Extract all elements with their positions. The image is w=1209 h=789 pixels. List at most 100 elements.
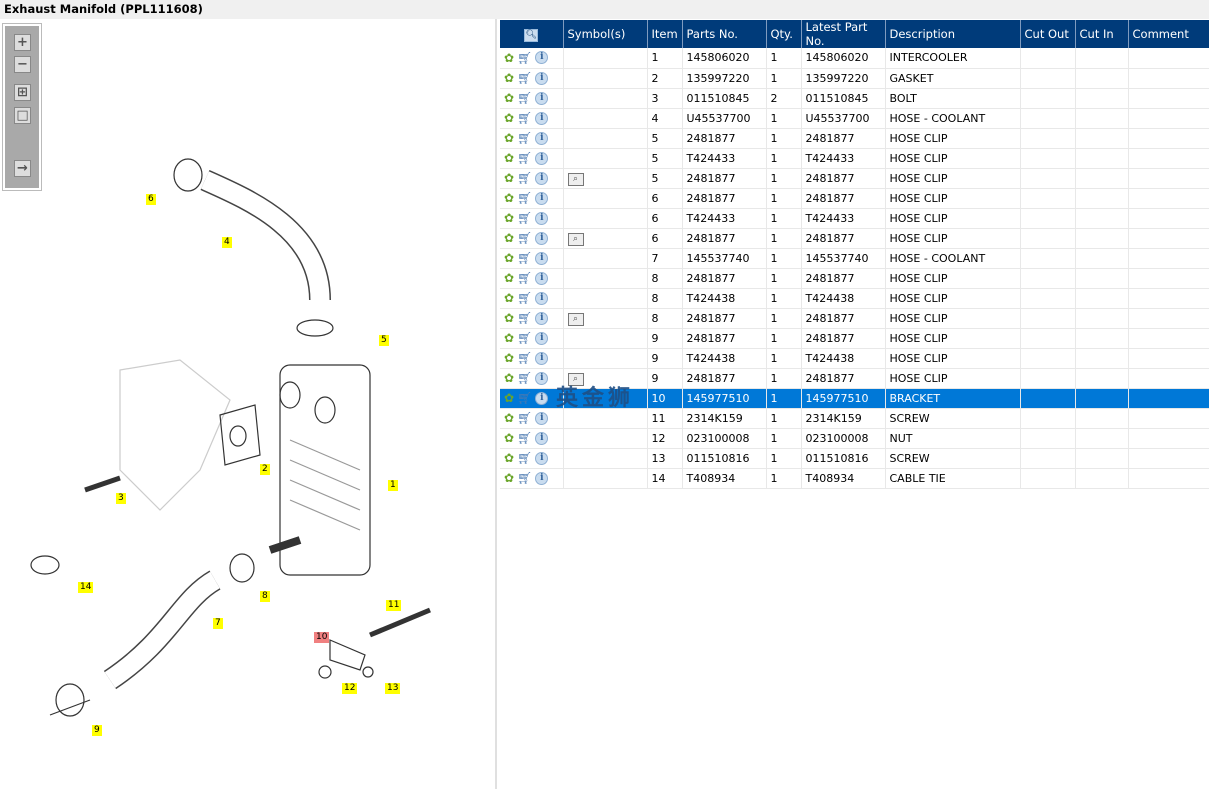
magnifier-symbol-icon[interactable]: ⌕ [567, 232, 584, 246]
callout-1[interactable]: 1 [388, 480, 398, 491]
cart-icon[interactable]: 🛒︎ [517, 331, 533, 345]
cart-icon[interactable]: 🛒︎ [517, 411, 533, 425]
callout-12[interactable]: 12 [342, 683, 358, 694]
magnifier-symbol-icon[interactable]: ⌕ [567, 172, 584, 186]
cart-icon[interactable]: 🛒︎ [517, 191, 533, 205]
column-header-search[interactable]: 🔍︎ [500, 20, 564, 48]
cart-icon[interactable]: 🛒︎ [517, 91, 533, 105]
callout-6[interactable]: 6 [146, 194, 156, 205]
export-button[interactable]: → [14, 160, 31, 177]
gear-icon[interactable]: ✿ [504, 171, 515, 185]
zoom-in-button[interactable]: + [14, 34, 31, 51]
callout-2[interactable]: 2 [260, 464, 270, 475]
cart-icon[interactable]: 🛒︎ [517, 371, 533, 385]
info-icon[interactable]: i [535, 111, 549, 125]
gear-icon[interactable]: ✿ [504, 391, 515, 405]
callout-4[interactable]: 4 [222, 237, 232, 248]
gear-icon[interactable]: ✿ [504, 191, 515, 205]
gear-icon[interactable]: ✿ [504, 131, 515, 145]
gear-icon[interactable]: ✿ [504, 471, 515, 485]
gear-icon[interactable]: ✿ [504, 271, 515, 285]
info-icon[interactable]: i [535, 391, 549, 405]
callout-9[interactable]: 9 [92, 725, 102, 736]
callout-14[interactable]: 14 [78, 582, 94, 593]
cart-icon[interactable]: 🛒︎ [517, 251, 533, 265]
info-icon[interactable]: i [535, 131, 549, 145]
gear-icon[interactable]: ✿ [504, 251, 515, 265]
info-icon[interactable]: i [535, 471, 549, 485]
cart-icon[interactable]: 🛒︎ [517, 231, 533, 245]
cart-icon[interactable]: 🛒︎ [517, 291, 533, 305]
cart-icon[interactable]: 🛒︎ [517, 111, 533, 125]
callout-10[interactable]: 10 [314, 632, 330, 643]
gear-icon[interactable]: ✿ [504, 451, 515, 465]
gear-icon[interactable]: ✿ [504, 111, 515, 125]
gear-icon[interactable]: ✿ [504, 71, 515, 85]
cart-icon[interactable]: 🛒︎ [517, 311, 533, 325]
info-icon[interactable]: i [535, 251, 549, 265]
column-header-comment[interactable]: Comment [1128, 20, 1209, 48]
info-icon[interactable]: i [535, 431, 549, 445]
gear-icon[interactable]: ✿ [504, 50, 515, 65]
info-icon[interactable]: i [535, 91, 549, 105]
magnifier-symbol-icon[interactable]: ⌕ [567, 312, 584, 326]
callout-7[interactable]: 7 [213, 618, 223, 629]
callout-13[interactable]: 13 [385, 683, 401, 694]
column-header-parts-no[interactable]: Parts No. [682, 20, 767, 48]
gear-icon[interactable]: ✿ [504, 371, 515, 385]
gear-icon[interactable]: ✿ [504, 231, 515, 245]
callout-5[interactable]: 5 [379, 335, 389, 346]
column-header-qty[interactable]: Qty. [766, 20, 802, 48]
info-icon[interactable]: i [535, 451, 549, 465]
info-icon[interactable]: i [535, 311, 549, 325]
gear-icon[interactable]: ✿ [504, 351, 515, 365]
fit-view-button[interactable]: ⊞ [14, 84, 31, 101]
zoom-out-button[interactable]: − [14, 56, 31, 73]
info-icon[interactable]: i [535, 351, 549, 365]
info-icon[interactable]: i [535, 151, 549, 165]
info-icon[interactable]: i [535, 211, 549, 225]
column-header-cut-in[interactable]: Cut In [1075, 20, 1129, 48]
gear-icon[interactable]: ✿ [504, 311, 515, 325]
info-icon[interactable]: i [535, 271, 549, 285]
callout-8[interactable]: 8 [260, 591, 270, 602]
column-header-cut-out[interactable]: Cut Out [1020, 20, 1076, 48]
gear-icon[interactable]: ✿ [504, 91, 515, 105]
cart-icon[interactable]: 🛒︎ [517, 171, 533, 185]
info-icon[interactable]: i [535, 231, 549, 245]
cart-icon[interactable]: 🛒︎ [517, 50, 533, 65]
gear-icon[interactable]: ✿ [504, 431, 515, 445]
info-icon[interactable]: i [535, 371, 549, 385]
cart-icon[interactable]: 🛒︎ [517, 351, 533, 365]
diagram-panel[interactable]: 6 4 5 2 1 3 14 8 7 11 10 12 13 9 + − ⊞ □… [0, 19, 497, 789]
cart-icon[interactable]: 🛒︎ [517, 451, 533, 465]
search-icon[interactable]: 🔍︎ [524, 29, 539, 42]
cart-icon[interactable]: 🛒︎ [517, 71, 533, 85]
column-header-item[interactable]: Item [647, 20, 683, 48]
info-icon[interactable]: i [535, 171, 549, 185]
column-header-latest-part-no[interactable]: Latest Part No. [801, 20, 886, 48]
gear-icon[interactable]: ✿ [504, 211, 515, 225]
gear-icon[interactable]: ✿ [504, 151, 515, 165]
info-icon[interactable]: i [535, 191, 549, 205]
info-icon[interactable]: i [535, 71, 549, 85]
